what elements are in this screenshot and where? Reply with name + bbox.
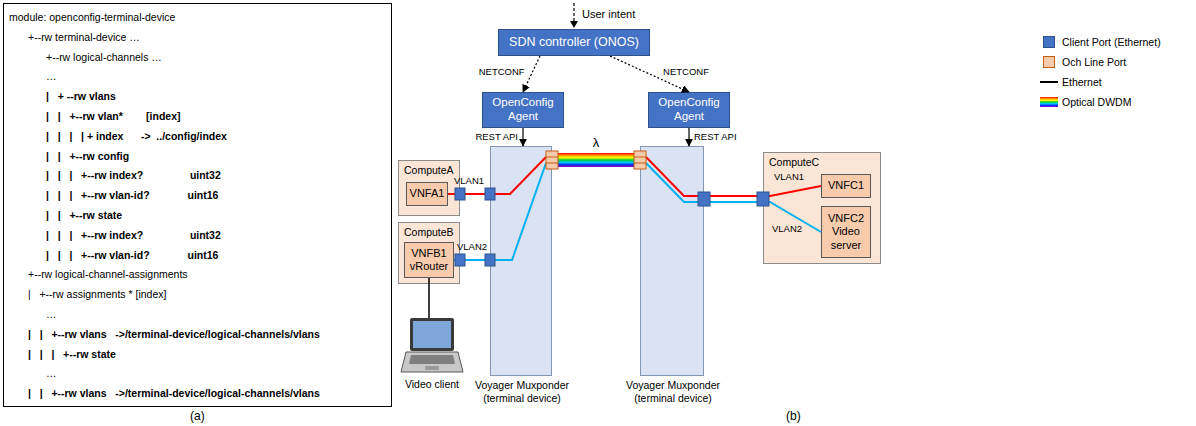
legend-band-sample (1040, 97, 1058, 107)
edge-label: VLAN2 (772, 224, 802, 235)
legend-row: Client Port (Ethernet) (1040, 32, 1161, 52)
legend: Client Port (Ethernet) Och Line PortEther… (1040, 32, 1161, 112)
tree-line: module: openconfig-terminal-device (9, 8, 391, 28)
rest-api-link (688, 128, 689, 146)
agent-box: OpenConfig Agent (482, 92, 564, 128)
edge-label: REST API (694, 132, 737, 143)
agent-box: OpenConfig Agent (648, 92, 730, 128)
vnf-box: VNFA1 (406, 182, 448, 206)
edge-label: VLAN2 (457, 242, 487, 253)
rest-api-link (522, 128, 523, 146)
tree-line: | | +--rw vlans ->/terminal-device/logic… (28, 325, 391, 345)
node-text: OpenConfig Agent (486, 96, 560, 124)
intent-label: User intent (582, 7, 635, 21)
node-text: VNFB1 vRouter (408, 247, 450, 273)
yang-tree-panel: module: openconfig-terminal-device+--rw … (3, 3, 392, 407)
node-text: VNFC2 Video server (825, 212, 867, 252)
legend-swatch (1043, 56, 1055, 68)
tree-line: | | +--rw state (46, 206, 391, 226)
tree-line: | | +--rw vlan* [index] (46, 107, 391, 127)
legend-swatch (1043, 36, 1055, 48)
edge-label: REST API (475, 132, 518, 143)
tree-line: | | | +--rw index? uint32 (46, 226, 391, 246)
netconf-link (523, 56, 540, 92)
legend-text: Optical DWDM (1062, 96, 1131, 108)
dwdm-link (552, 153, 640, 167)
vnf-box: VNFB1 vRouter (404, 242, 454, 278)
node-text: ComputeC (769, 156, 875, 169)
tree-line: … (46, 364, 391, 384)
intent-arrow (570, 3, 578, 28)
tree-line: | | | +--rw vlan-id? uint16 (46, 186, 391, 206)
tree-line: | | | +--rw vlan-id? uint16 (46, 246, 391, 266)
tree-line: | | | | + index -> ../config/index (46, 127, 391, 147)
node-text: VNFC1 (828, 179, 864, 192)
tree-line: +--rw logical-channels … (46, 48, 391, 68)
legend-line-sample (1040, 81, 1058, 83)
legend-row: Ethernet (1040, 72, 1161, 92)
edge-label: λ (593, 136, 600, 151)
tree-line: | | +--rw vlans ->/terminal-device/logic… (28, 384, 391, 404)
legend-row: Och Line Port (1040, 52, 1161, 72)
legend-sample-slot (1040, 36, 1058, 48)
line-ports (546, 151, 646, 169)
tree-line: | + --rw vlans (46, 87, 391, 107)
edge-label: NETCONF (479, 67, 525, 78)
tree-line: | | | +--rw state (28, 345, 391, 365)
compute-box: ComputeA VNFA1 (398, 160, 460, 216)
tree-line: … (46, 67, 391, 87)
node-text: OpenConfig Agent (652, 96, 726, 124)
client-ports (455, 188, 769, 266)
muxponder-internal-paths (490, 157, 704, 260)
legend-text: Ethernet (1062, 76, 1102, 88)
tree-line: +--rw terminal-device … (28, 28, 391, 48)
edge-label: VLAN1 (454, 176, 484, 187)
legend-text: Och Line Port (1062, 56, 1126, 68)
controller-box: SDN controller (ONOS) (498, 29, 650, 56)
edge-label: NETCONF (663, 67, 709, 78)
panel-caption: (a) (190, 409, 205, 423)
node-text: Voyager Muxponder (terminal device) (621, 379, 725, 405)
node-text: Voyager Muxponder (terminal device) (470, 379, 574, 405)
tree-line: … (46, 305, 391, 325)
tree-line: | | | +--rw index? uint32 (46, 166, 391, 186)
legend-row: Optical DWDM (1040, 92, 1161, 112)
ethernet-link (428, 278, 430, 318)
legend-sample-slot (1040, 81, 1058, 83)
node-text: Video client (397, 378, 467, 391)
panel-caption: (b) (786, 409, 801, 423)
compute-box: ComputeB VNFB1 vRouter (398, 222, 460, 284)
legend-text: Client Port (Ethernet) (1062, 36, 1161, 48)
tree-line: | +--rw assignments * [index] (28, 285, 391, 305)
edge-label: VLAN1 (774, 172, 804, 183)
tree-line: +--rw logical-channel-assignments (28, 265, 391, 285)
legend-sample-slot (1040, 97, 1058, 107)
laptop-illustration (401, 318, 463, 372)
ethernet-link (448, 193, 490, 195)
tree-line: | | +--rw config (46, 147, 391, 167)
node-text: ComputeA (404, 164, 454, 177)
node-text: ComputeB (404, 226, 454, 239)
legend-sample-slot (1040, 56, 1058, 68)
node-text: SDN controller (ONOS) (509, 35, 639, 50)
vnf-box: VNFC2 Video server (821, 206, 871, 258)
node-text: VNFA1 (410, 187, 445, 200)
muxponder-box: Voyager Muxponder (terminal device) (640, 146, 704, 376)
vnf-box: VNFC1 (821, 174, 871, 198)
